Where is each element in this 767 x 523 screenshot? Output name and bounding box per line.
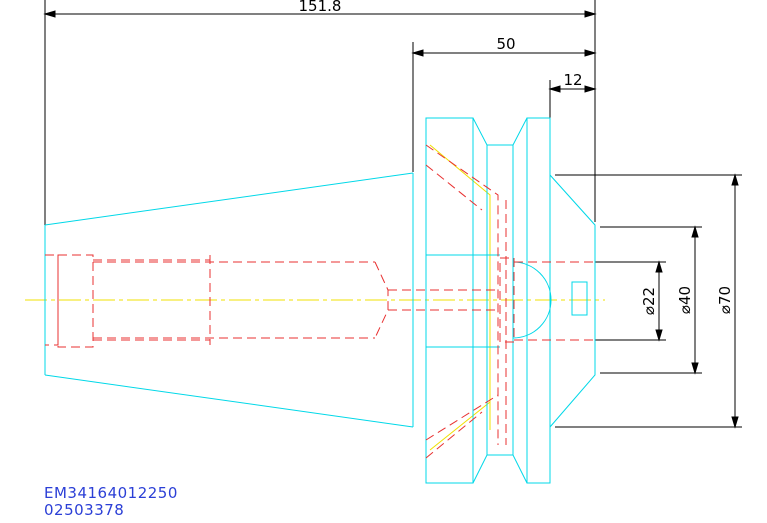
dim-diameter-small: ⌀22 <box>640 287 658 315</box>
dim-diameter-mid: ⌀40 <box>676 286 694 314</box>
centerline <box>25 144 605 451</box>
serial-number: 02503378 <box>44 501 125 519</box>
part-codes: EM34164012250 02503378 <box>44 485 178 519</box>
dim-diameter-large: ⌀70 <box>716 286 734 314</box>
dimension-lines <box>43 0 742 429</box>
dim-nose-length: 12 <box>563 71 582 89</box>
dim-overall-length: 151.8 <box>299 0 342 15</box>
tool-outline <box>44 117 596 484</box>
hidden-lines <box>45 144 595 459</box>
part-number: EM34164012250 <box>44 484 178 502</box>
dim-flange-length: 50 <box>496 35 515 53</box>
